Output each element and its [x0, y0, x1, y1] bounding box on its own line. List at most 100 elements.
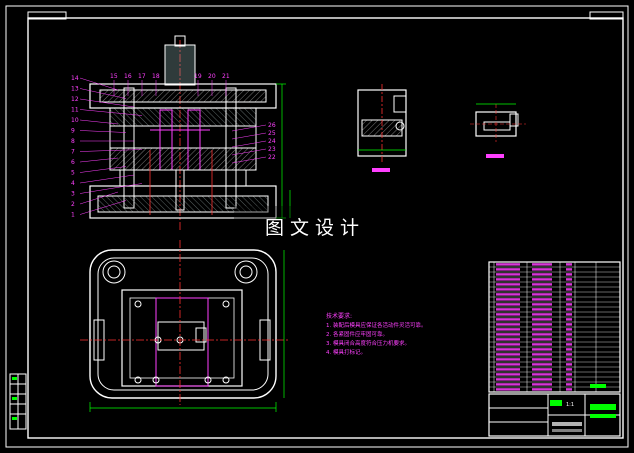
parts-list-cell-name — [496, 278, 520, 281]
parts-list-cell-name — [496, 353, 520, 356]
part-number-left-2: 2 — [71, 201, 75, 208]
parts-list-cell-name — [496, 268, 520, 271]
drawing-border — [27, 17, 624, 439]
parts-list-cell-name — [496, 273, 520, 276]
part-number-top-16: 16 — [124, 73, 132, 80]
leader-left-13 — [79, 88, 127, 99]
parts-list-cell-qty — [566, 388, 572, 391]
scale-value: 1:1 — [566, 402, 574, 408]
parts-list-cell-material — [532, 298, 552, 301]
parts-list-cell-name — [496, 363, 520, 366]
parts-list-cell-name — [496, 323, 520, 326]
parts-list-cell-material — [532, 303, 552, 306]
parts-list-cell-qty — [566, 278, 572, 281]
leader-left-3 — [79, 183, 143, 194]
parts-list-cell-qty — [566, 268, 572, 271]
parts-list-cell-material — [532, 323, 552, 326]
part-number-left-3: 3 — [71, 191, 75, 198]
part-number-right-22: 22 — [268, 154, 276, 161]
parts-list-cell-qty — [566, 303, 572, 306]
part-number-left-4: 4 — [71, 180, 75, 187]
parts-list-cell-material — [532, 283, 552, 286]
part-detail-2 — [470, 103, 526, 158]
part-number-top-20: 20 — [208, 73, 216, 80]
parts-list-cell-name — [496, 333, 520, 336]
leader-right-25 — [231, 132, 267, 140]
leader-left-4 — [79, 174, 135, 184]
die-plate — [109, 147, 257, 171]
part-number-right-25: 25 — [268, 130, 276, 137]
parts-list-cell-material — [532, 388, 552, 391]
parts-list-cell-qty — [566, 313, 572, 316]
parts-list-cell-qty — [566, 358, 572, 361]
parts-list-cell-name — [496, 343, 520, 346]
parts-list-cell-material — [532, 333, 552, 336]
parts-list-cell-qty — [566, 368, 572, 371]
left-margin-blocks — [9, 373, 27, 430]
part-number-top-15: 15 — [110, 73, 118, 80]
parts-list-cell-name — [496, 388, 520, 391]
leader-right-24 — [231, 140, 267, 148]
parts-list-cell-name — [496, 283, 520, 286]
leader-left-11 — [79, 109, 143, 116]
blank-notch — [195, 327, 207, 343]
parts-list-cell-name — [496, 288, 520, 291]
die-set-outline — [89, 249, 277, 399]
parts-list-cell-material — [532, 358, 552, 361]
note-4: 4. 模具打标记。 — [326, 348, 366, 356]
part-number-right-24: 24 — [268, 138, 276, 145]
guide-bush-tl — [102, 260, 126, 284]
parts-list-cell-qty — [566, 363, 572, 366]
parts-list-cell-qty — [566, 273, 572, 276]
notes-title: 技术要求: — [326, 312, 352, 320]
parts-list-cell-name — [496, 358, 520, 361]
parts-list-cell-material — [532, 368, 552, 371]
part-number-left-10: 10 — [71, 117, 79, 124]
parts-list-cell-qty — [566, 288, 572, 291]
screw-hole-2 — [222, 300, 230, 308]
part-number-left-7: 7 — [71, 149, 75, 156]
leader-left-12 — [79, 98, 135, 108]
parts-list-cell-material — [532, 293, 552, 296]
parts-list-cell-material — [532, 363, 552, 366]
part-number-left-14: 14 — [71, 75, 79, 82]
parts-list — [488, 261, 621, 393]
upper-plate-hatch — [99, 89, 267, 103]
corner-tab — [27, 11, 67, 20]
leader-right-26 — [231, 124, 267, 132]
pin-hole-2 — [204, 376, 212, 384]
backing-plate — [119, 169, 247, 187]
parts-list-cell-material — [532, 328, 552, 331]
parts-list-cell-name — [496, 303, 520, 306]
part-number-top-17: 17 — [138, 73, 146, 80]
leader-left-10 — [79, 119, 119, 125]
outer-frame — [5, 5, 629, 448]
part-number-top-21: 21 — [222, 73, 230, 80]
part-number-right-26: 26 — [268, 122, 276, 129]
parts-list-cell-name — [496, 313, 520, 316]
part-number-left-9: 9 — [71, 128, 75, 135]
parts-list-cell-name — [496, 293, 520, 296]
parts-list-cell-qty — [566, 323, 572, 326]
screw-hole-1 — [134, 300, 142, 308]
die-set-inner — [97, 257, 269, 391]
pin-hole-1 — [152, 376, 160, 384]
part-number-left-5: 5 — [71, 170, 75, 177]
part-number-top-19: 19 — [194, 73, 202, 80]
parts-list-cell-material — [532, 343, 552, 346]
title-block: 1:1 — [488, 393, 621, 437]
parts-list-cell-name — [496, 298, 520, 301]
parts-list-cell-name — [496, 378, 520, 381]
ejector-pin — [175, 169, 185, 211]
note-3: 3. 模具闭合高度符合压力机要求。 — [326, 339, 410, 347]
blank-outline — [157, 321, 205, 351]
watermark: 图文设计 — [234, 206, 396, 246]
parts-list-cell-qty — [566, 318, 572, 321]
leader-left-5 — [79, 166, 127, 173]
title-name-field — [550, 400, 562, 406]
parts-list-cell-qty — [566, 353, 572, 356]
stripper-plate — [109, 125, 257, 149]
parts-list-cell-qty — [566, 348, 572, 351]
part-number-left-6: 6 — [71, 159, 75, 166]
